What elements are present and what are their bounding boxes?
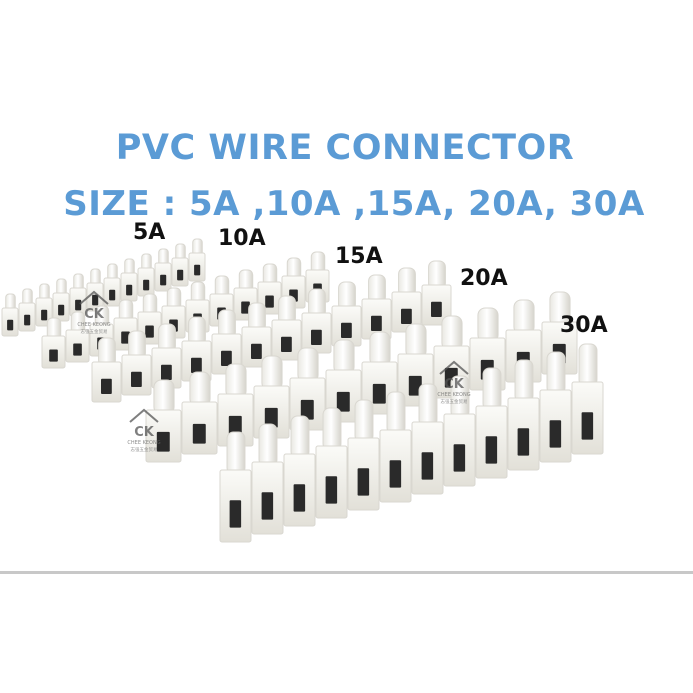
terminal-hole [75,299,82,311]
svg-text:CK: CK [444,377,465,392]
terminal-hole [49,349,58,362]
terminal-hole [191,357,202,373]
terminal-hole [251,343,262,359]
terminal-hole [24,314,31,326]
terminal-hole [192,423,206,444]
size-label-30a: 30A [560,313,608,338]
terminal-hole [221,350,232,366]
terminal-hole [325,476,338,504]
terminal-hole [431,301,442,317]
terminal-hole [177,269,184,281]
connector-cap [514,359,534,403]
svg-text:CHEE KEONG: CHEE KEONG [437,392,470,398]
connector-cap [322,407,342,451]
connector-strip-15a [91,260,452,403]
connector-cap [546,351,566,395]
terminal-hole [264,407,278,428]
svg-text:CK: CK [134,425,155,440]
svg-text:志强五金贸易: 志强五金贸易 [131,446,158,453]
svg-text:志强五金贸易: 志强五金贸易 [81,328,108,335]
terminal-hole [300,399,314,420]
connector-cap [477,307,499,343]
svg-text:CHEE KEONG: CHEE KEONG [127,440,160,446]
terminal-hole [341,322,352,338]
size-list: SIZE : 5A ,10A ,15A, 20A, 30A [63,184,645,224]
terminal-hole [372,383,386,404]
terminal-hole [581,412,594,440]
connector-cap [258,423,278,467]
terminal-hole [101,378,112,394]
connector-cap [513,299,535,335]
connector-cap [290,415,310,459]
size-label-15a: 15A [335,244,383,269]
svg-text:CK: CK [84,307,105,322]
connector-cap [386,391,406,435]
connector-cap [261,355,283,391]
terminal-hole [371,315,382,331]
terminal-hole [156,431,170,452]
terminal-hole [293,484,306,512]
connector-cap [418,383,438,427]
connector-cap [225,363,247,399]
terminal-hole [121,331,130,344]
connector-cap [405,323,427,359]
terminal-hole [517,428,530,456]
terminal-hole [281,336,292,352]
connector-cap [354,399,374,443]
connector-cap [189,371,211,407]
connector-cap [297,347,319,383]
terminal-hole [311,329,322,345]
terminal-hole [145,325,154,338]
connector-cap [441,315,463,351]
terminal-hole [92,294,99,306]
terminal-hole [241,301,250,314]
terminal-hole [73,343,82,356]
terminal-hole [109,289,116,301]
terminal-hole [126,284,133,296]
terminal-hole [265,295,274,308]
bottom-divider [0,571,693,574]
terminal-hole [160,274,167,286]
product-title: PVC WIRE CONNECTOR [115,128,575,168]
terminal-hole [336,391,350,412]
terminal-hole [228,415,242,436]
size-label-5a: 5A [133,220,166,245]
terminal-hole [194,264,201,276]
terminal-hole [408,375,422,396]
svg-text:志强五金贸易: 志强五金贸易 [441,398,468,405]
terminal-hole [485,436,498,464]
connector-cap [153,379,175,415]
terminal-hole [131,371,142,387]
terminal-hole [261,492,274,520]
connector-strip-30a [219,343,604,543]
terminal-hole [453,444,466,472]
terminal-hole [357,468,370,496]
terminal-hole [229,500,242,528]
connector-strip-20a [145,291,578,463]
terminal-hole [161,364,172,380]
connector-cap [226,431,246,475]
terminal-hole [58,304,65,316]
connector-cap [482,367,502,411]
terminal-hole [549,420,562,448]
terminal-hole [389,460,402,488]
svg-text:CHEE KEONG: CHEE KEONG [77,322,110,328]
connector-strip-5a [1,238,206,337]
size-label-20a: 20A [460,266,508,291]
terminal-hole [421,452,434,480]
connector-cap [333,339,355,375]
connector-cap [369,331,391,367]
terminal-hole [143,279,150,291]
terminal-hole [41,309,48,321]
terminal-hole [7,319,14,331]
connector-cap [578,343,598,387]
size-label-10a: 10A [218,226,266,251]
terminal-hole [401,308,412,324]
